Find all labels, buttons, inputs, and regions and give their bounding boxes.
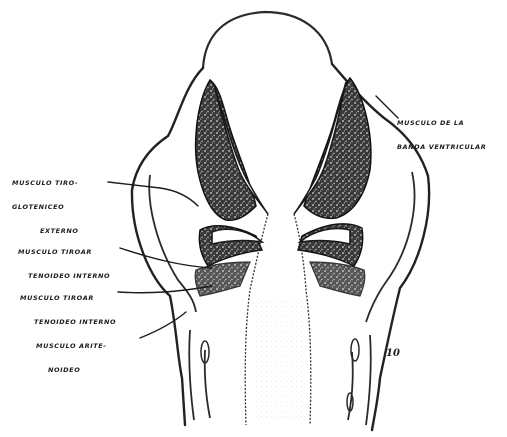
airway-speckle bbox=[252, 300, 306, 420]
label-line: TENOIDEO INTERNO bbox=[20, 318, 116, 326]
left-ventricular-band-muscle bbox=[196, 80, 256, 220]
label-line: MUSCULO TIROAR bbox=[20, 294, 116, 302]
right-lower-muscle bbox=[310, 262, 365, 296]
label-line: MUSCULO DE LA bbox=[397, 119, 486, 127]
label-line: MUSCULO TIRO- bbox=[12, 179, 79, 187]
label-banda-ventricular: MUSCULO DE LA BANDA VENTRICULAR bbox=[397, 103, 486, 159]
figure-signature: 10 bbox=[386, 348, 400, 359]
epiglottis-outline bbox=[203, 12, 332, 68]
label-aritenoideo: MUSCULO ARITE- NOIDEO bbox=[36, 326, 107, 382]
right-ventricular-band-muscle bbox=[304, 78, 371, 218]
label-line: NOIDEO bbox=[36, 366, 107, 374]
label-line: BANDA VENTRICULAR bbox=[397, 143, 486, 151]
label-tiroglotenico-externo: MUSCULO TIRO- GLOTENICEO EXTERNO bbox=[12, 163, 79, 243]
label-line: GLOTENICEO bbox=[12, 203, 79, 211]
label-line: MUSCULO ARITE- bbox=[36, 342, 107, 350]
label-line: MUSCULO TIROAR bbox=[18, 248, 110, 256]
